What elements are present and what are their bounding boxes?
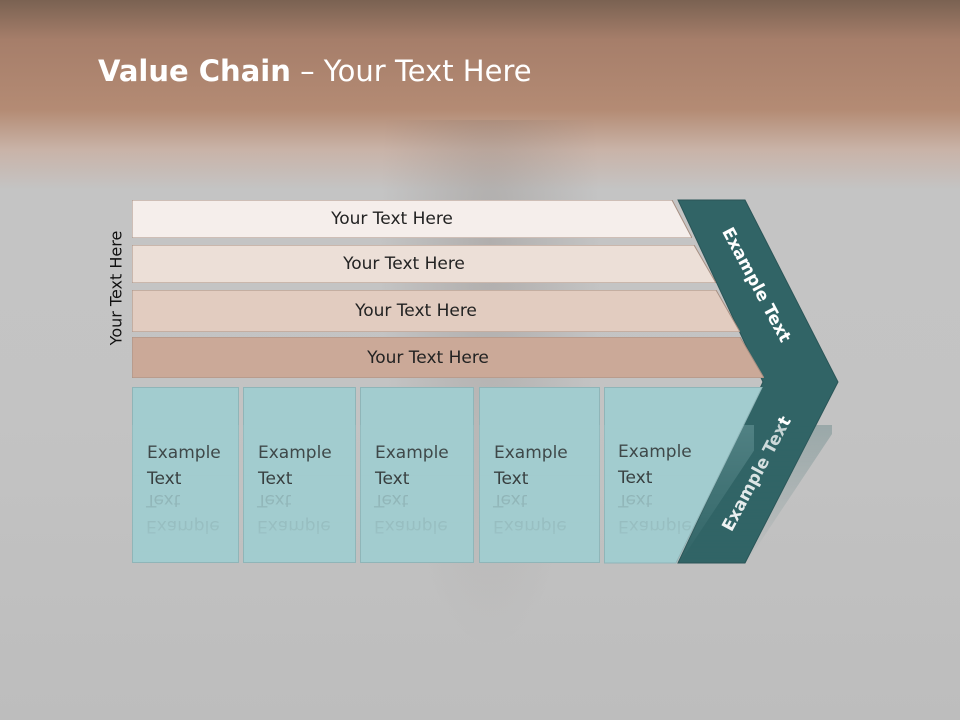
column-label: Example Text — [618, 442, 692, 488]
column-label: Example Text — [375, 443, 449, 489]
title-rest: – Your Text Here — [290, 54, 532, 88]
support-column-5-shape — [604, 387, 763, 564]
bar-shape — [132, 337, 764, 378]
bar-label: Your Text Here — [331, 209, 453, 229]
support-column-5: Example Text — [604, 387, 754, 563]
primary-bar-4: Your Text Here — [132, 337, 764, 378]
bar-label: Your Text Here — [343, 254, 465, 274]
title-bold: Value Chain — [98, 54, 291, 88]
primary-bar-1: Your Text Here — [132, 200, 692, 238]
bar-shape — [132, 245, 716, 283]
chevron-shape — [677, 199, 839, 564]
bar-label: Your Text Here — [367, 347, 489, 368]
support-column-4: Example Text — [479, 387, 600, 563]
column-label: Example Text — [147, 443, 221, 489]
slide-title: Value Chain – Your Text Here — [98, 54, 532, 88]
bar-shape — [132, 200, 692, 238]
primary-bar-3: Your Text Here — [132, 290, 740, 332]
bar-label: Your Text Here — [355, 301, 477, 321]
support-column-3: Example Text — [360, 387, 474, 563]
column-label: Example Text — [494, 443, 568, 489]
support-column-2: Example Text — [243, 387, 356, 563]
primary-bar-2: Your Text Here — [132, 245, 716, 283]
column-label: Example Text — [258, 443, 332, 489]
support-column-1: Example Text — [132, 387, 239, 563]
bar-shape — [132, 290, 740, 332]
